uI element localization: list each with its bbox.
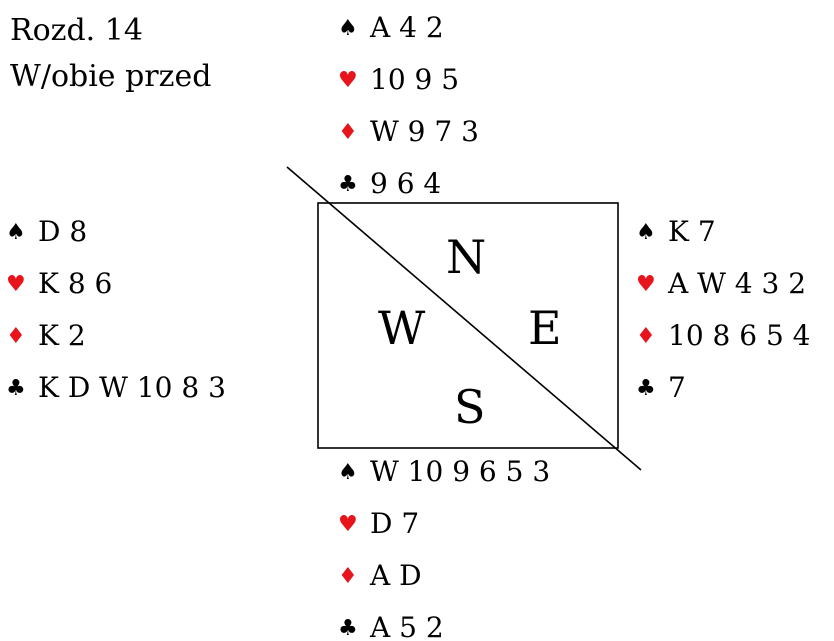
spade-icon: ♠ xyxy=(636,220,656,245)
spade-icon: ♠ xyxy=(338,16,358,41)
compass-south: S xyxy=(454,380,486,434)
hand-north: ♠ A 4 2 ♥ 10 9 5 ♦ W 9 7 3 ♣ 9 6 4 xyxy=(338,2,479,210)
club-icon: ♣ xyxy=(636,376,656,401)
heart-icon: ♥ xyxy=(338,512,358,537)
suit-line-hearts: ♥ A W 4 3 2 xyxy=(636,258,811,310)
spade-icon: ♠ xyxy=(338,460,358,485)
heart-cards: A W 4 3 2 xyxy=(668,267,807,300)
compass-east: E xyxy=(528,301,562,355)
diamond-cards: W 9 7 3 xyxy=(370,115,479,148)
spade-cards: D 8 xyxy=(38,215,88,248)
diamond-icon: ♦ xyxy=(636,324,656,349)
compass-north: N xyxy=(446,230,486,284)
compass-west: W xyxy=(378,301,426,355)
suit-line-spades: ♠ D 8 xyxy=(6,206,226,258)
suit-line-diamonds: ♦ W 9 7 3 xyxy=(338,106,479,158)
club-cards: A 5 2 xyxy=(370,611,444,641)
compass-diagonal xyxy=(286,166,642,471)
heart-icon: ♥ xyxy=(636,272,656,297)
spade-icon: ♠ xyxy=(6,220,26,245)
suit-line-hearts: ♥ 10 9 5 xyxy=(338,54,479,106)
suit-line-clubs: ♣7 xyxy=(636,362,811,414)
deal-info: Rozd. 14 W/obie przed xyxy=(10,8,211,100)
heart-icon: ♥ xyxy=(338,68,358,93)
club-cards: 7 xyxy=(668,371,686,404)
suit-line-spades: ♠ A 4 2 xyxy=(338,2,479,54)
heart-cards: 10 9 5 xyxy=(370,63,460,96)
heart-cards: D 7 xyxy=(370,507,420,540)
diamond-icon: ♦ xyxy=(338,564,358,589)
hand-west: ♠ D 8 ♥ K 8 6 ♦ K 2 ♣ K D W 10 8 3 xyxy=(6,206,226,414)
suit-line-hearts: ♥ D 7 xyxy=(338,498,550,550)
hand-east: ♠K 7 ♥A W 4 3 2 ♦10 8 6 5 4 ♣7 xyxy=(636,206,811,414)
suit-line-spades: ♠ K 7 xyxy=(636,206,811,258)
heart-cards: K 8 6 xyxy=(38,267,113,300)
suit-line-hearts: ♥ K 8 6 xyxy=(6,258,226,310)
suit-line-clubs: ♣ 9 6 4 xyxy=(338,158,479,210)
heart-icon: ♥ xyxy=(6,272,26,297)
spade-cards: W 10 9 6 5 3 xyxy=(370,455,551,488)
spade-cards: K 7 xyxy=(668,215,716,248)
diamond-icon: ♦ xyxy=(338,120,358,145)
diamond-cards: K 2 xyxy=(38,319,86,352)
club-icon: ♣ xyxy=(338,616,358,641)
compass-box xyxy=(317,202,619,449)
suit-line-diamonds: ♦ A D xyxy=(338,550,550,602)
suit-line-diamonds: ♦ 10 8 6 5 4 xyxy=(636,310,811,362)
board-number: Rozd. 14 xyxy=(10,13,143,48)
diamond-cards: 10 8 6 5 4 xyxy=(668,319,811,352)
club-cards: 9 6 4 xyxy=(370,167,442,200)
vulnerability: W/obie przed xyxy=(10,59,212,94)
diamond-icon: ♦ xyxy=(6,324,26,349)
suit-line-clubs: ♣ A 5 2 xyxy=(338,602,550,641)
club-icon: ♣ xyxy=(338,172,358,197)
suit-line-spades: ♠ W 10 9 6 5 3 xyxy=(338,446,550,498)
hand-south: ♠ W 10 9 6 5 3 ♥ D 7 ♦ A D ♣ A 5 2 xyxy=(338,446,550,641)
club-icon: ♣ xyxy=(6,376,26,401)
suit-line-clubs: ♣ K D W 10 8 3 xyxy=(6,362,226,414)
spade-cards: A 4 2 xyxy=(370,11,444,44)
club-cards: K D W 10 8 3 xyxy=(38,371,226,404)
diamond-cards: A D xyxy=(370,559,422,592)
suit-line-diamonds: ♦ K 2 xyxy=(6,310,226,362)
